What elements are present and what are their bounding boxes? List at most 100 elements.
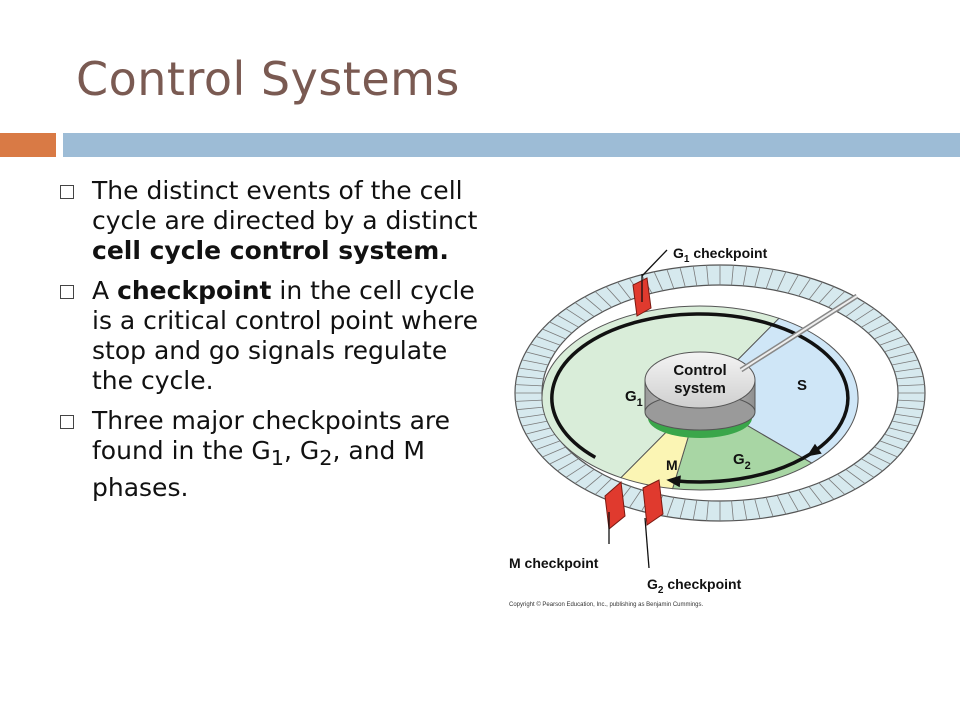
ring-tick: [787, 492, 799, 512]
ring-tick: [765, 269, 774, 289]
ring-tick: [867, 452, 891, 465]
ring-tick: [894, 367, 922, 373]
ring-tick: [754, 267, 761, 288]
slide-title: Control Systems: [76, 52, 460, 106]
ring-tick: [884, 433, 910, 443]
ring-tick: [530, 433, 556, 443]
ring-tick: [861, 314, 883, 328]
ring-tick: [617, 281, 632, 300]
ring-tick: [874, 446, 898, 458]
ring-tick: [679, 267, 686, 288]
ring-tick: [518, 367, 546, 373]
ring-tick: [776, 495, 787, 515]
g1-checkpoint-gate: [632, 249, 668, 317]
ring-tick: [818, 286, 835, 304]
ring-tick: [888, 427, 915, 435]
ring-tick: [845, 302, 866, 317]
ring-tick: [731, 265, 734, 286]
bullet-list: The distinct events of the cell cycle ar…: [58, 176, 478, 513]
ring-tick: [666, 497, 675, 517]
ring-tick: [879, 440, 905, 450]
ring-tick: [808, 281, 823, 300]
bullet-square-icon: [60, 415, 74, 429]
bullet-item: A checkpoint in the cell cycle is a crit…: [58, 276, 478, 396]
ring-tick: [535, 336, 561, 346]
ring-tick: [884, 343, 910, 353]
ring-tick: [692, 266, 698, 286]
ring-tick: [574, 469, 595, 484]
ring-tick: [874, 328, 898, 340]
control-system-label: system: [674, 380, 726, 397]
ring-tick: [897, 384, 925, 387]
g1-label: G1: [625, 388, 643, 409]
title-rule-accent: [0, 133, 56, 157]
ring-tick: [861, 458, 883, 472]
ring-tick: [742, 266, 748, 286]
title-rule: [63, 133, 960, 157]
bullet-item: The distinct events of the cell cycle ar…: [58, 176, 478, 266]
ring-tick: [574, 302, 595, 317]
ring-tick: [754, 498, 761, 519]
m-checkpoint-label: M checkpoint: [509, 555, 599, 571]
ring-tick: [853, 308, 875, 323]
ring-tick: [605, 286, 622, 304]
copyright-notice: Copyright © Pearson Education, Inc., pub…: [509, 601, 704, 608]
ring-tick: [798, 277, 812, 297]
s-label: S: [797, 377, 807, 394]
ring-tick: [628, 489, 642, 509]
ring-tick: [549, 321, 573, 334]
ring-tick: [888, 351, 915, 359]
g1-checkpoint-label: G1 checkpoint: [673, 245, 768, 265]
cycle-direction-arrow: [550, 312, 850, 484]
ring-tick: [894, 413, 922, 419]
ring-tick: [515, 399, 543, 402]
ring-tick: [706, 265, 709, 286]
ring-tick: [535, 440, 561, 450]
ring-tick: [818, 482, 835, 500]
ring-tick: [776, 271, 787, 291]
ring-tick: [706, 500, 709, 521]
ring-tick: [828, 291, 846, 308]
ring-tick: [521, 420, 549, 427]
arrowhead-icon: [806, 443, 822, 457]
ring-tick: [692, 500, 698, 520]
ring-tick: [679, 498, 686, 519]
ring-tick: [565, 308, 587, 323]
ring-tick: [516, 375, 544, 380]
ring-tick: [565, 463, 587, 478]
control-system-disc: Control system: [644, 293, 859, 438]
ring-tick: [530, 343, 556, 353]
ring-tick: [828, 478, 846, 495]
ring-tick: [521, 359, 549, 366]
bullet-item: Three major checkpoints are found in the…: [58, 406, 478, 503]
ring-tick: [853, 463, 875, 478]
ring-tick: [765, 497, 774, 517]
ring-tick: [594, 291, 612, 308]
m-label: M: [666, 457, 678, 473]
ring-tick: [808, 486, 823, 505]
ring-tick: [518, 413, 546, 419]
ring-tick: [896, 375, 924, 380]
arrowhead-icon: [666, 475, 681, 488]
ring-tick: [666, 269, 675, 289]
ring-tick: [516, 406, 544, 411]
ring-tick: [798, 489, 812, 509]
ring-tick: [845, 469, 866, 484]
control-system-label: Control: [673, 362, 726, 379]
ring-tick: [742, 500, 748, 520]
ring-tick: [891, 420, 919, 427]
ring-tick: [594, 478, 612, 495]
ring-tick: [731, 500, 734, 521]
ring-tick: [557, 458, 579, 472]
bullet-square-icon: [60, 285, 74, 299]
ring-tick: [515, 384, 543, 387]
cell-cycle-diagram: Control system G1 S G2 M G1 checkpoint M…: [509, 245, 926, 608]
ring-tick: [787, 274, 799, 294]
ring-tick: [525, 351, 552, 359]
ring-tick: [896, 406, 924, 411]
m-checkpoint-gate: [604, 480, 626, 544]
g2-label: G2: [733, 451, 751, 472]
ring-tick: [549, 452, 573, 465]
ring-tick: [897, 399, 925, 402]
ring-tick: [542, 446, 566, 458]
